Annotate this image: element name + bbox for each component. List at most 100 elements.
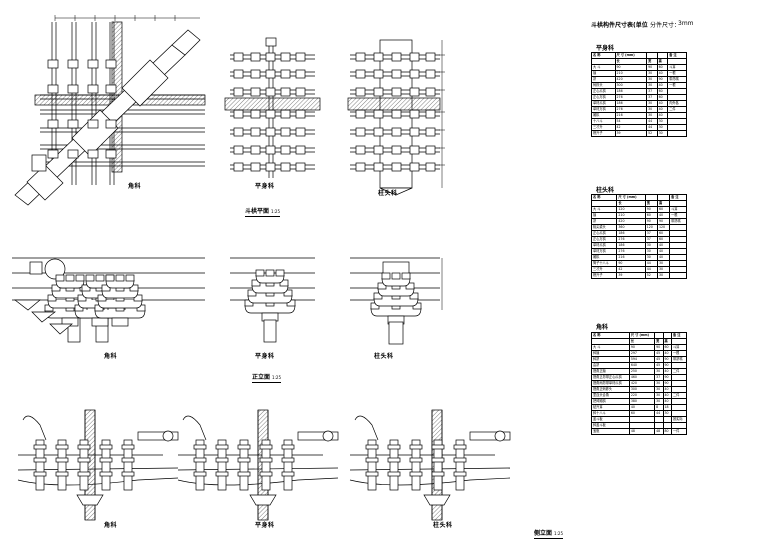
block	[355, 127, 366, 137]
bracket-ring	[237, 444, 251, 450]
block	[295, 109, 306, 119]
block	[409, 162, 420, 172]
side-left-label: 角科	[104, 522, 118, 529]
bracket-column	[367, 439, 377, 491]
block	[47, 119, 59, 129]
bracket-ring	[99, 471, 113, 477]
bracket-column	[239, 439, 249, 491]
block	[373, 109, 384, 119]
block	[87, 59, 99, 69]
bracket-ring	[99, 444, 113, 450]
block	[373, 69, 384, 79]
bracket-arm	[105, 279, 135, 289]
bracket-ring	[121, 471, 135, 477]
table-cell: 80	[662, 428, 672, 435]
column	[388, 321, 404, 345]
bracket-ring	[365, 471, 379, 477]
bracket-column	[79, 439, 89, 491]
bracket-ring	[77, 457, 91, 463]
sheet-header-unit: 分件尺寸：	[650, 22, 681, 29]
bracket-column	[195, 439, 205, 491]
plan-left-label: 角科	[128, 183, 142, 190]
bracket-ring	[387, 444, 401, 450]
side-scale: 1:25	[554, 531, 563, 536]
table-cell: 52	[644, 272, 658, 279]
bracket-ring	[193, 444, 207, 450]
block	[391, 69, 402, 79]
bracket-block	[105, 274, 115, 282]
bracket-ring	[259, 457, 273, 463]
block	[250, 69, 261, 79]
block	[391, 87, 402, 97]
block	[425, 87, 436, 97]
block	[355, 145, 366, 155]
base-block	[423, 494, 451, 506]
bracket-arm	[255, 274, 285, 284]
block	[265, 69, 276, 79]
block	[391, 52, 402, 62]
side-title-text: 侧立面	[534, 530, 553, 537]
bracket-ring	[431, 444, 445, 450]
table-cell: 39	[616, 272, 646, 279]
block	[355, 52, 366, 62]
table-1-title: 平身科	[596, 45, 615, 52]
table-cell	[669, 272, 687, 279]
bracket-ring	[409, 444, 423, 450]
beam-end-circle	[494, 430, 506, 442]
block	[425, 109, 436, 119]
bracket-ring	[431, 471, 445, 477]
bracket-block	[65, 274, 75, 282]
elev-middle-label: 平身科	[255, 353, 275, 360]
bracket-block	[255, 269, 265, 277]
block	[280, 52, 291, 62]
block	[280, 87, 291, 97]
pearl-ornament	[44, 258, 66, 280]
block	[265, 109, 276, 119]
block	[47, 84, 59, 94]
bracket-ring	[33, 457, 47, 463]
bracket-block	[391, 272, 401, 280]
wall-section	[224, 97, 321, 111]
block	[280, 109, 291, 119]
bracket-column	[283, 439, 293, 491]
bracket-ring	[193, 457, 207, 463]
corner-curve	[22, 415, 47, 441]
bracket-ring	[453, 471, 467, 477]
bracket-arm	[373, 297, 419, 307]
bracket-ring	[259, 444, 273, 450]
bracket-ring	[77, 471, 91, 477]
bracket-ring	[193, 471, 207, 477]
block	[355, 69, 366, 79]
block	[233, 87, 244, 97]
table-row: 名 称尺 寸 (mm)备 注	[590, 194, 687, 201]
bracket-ring	[99, 457, 113, 463]
bracket-ring	[121, 444, 135, 450]
beam-end	[469, 431, 511, 441]
bracket-ring	[77, 444, 91, 450]
block	[391, 162, 402, 172]
table-cell: 48	[654, 428, 664, 435]
block	[391, 109, 402, 119]
block	[391, 145, 402, 155]
block	[47, 59, 59, 69]
bracket-arm	[55, 279, 85, 289]
block	[233, 162, 244, 172]
block	[265, 87, 276, 97]
bracket-ring	[55, 457, 69, 463]
block	[105, 84, 117, 94]
table-cell	[667, 130, 687, 137]
table-2-title: 柱头科	[596, 187, 615, 194]
ang-tip	[31, 311, 57, 323]
block	[355, 87, 366, 97]
block	[425, 69, 436, 79]
table-cell: 30	[656, 272, 671, 279]
block	[250, 145, 261, 155]
bracket-column	[411, 439, 421, 491]
wall-section	[347, 97, 441, 111]
